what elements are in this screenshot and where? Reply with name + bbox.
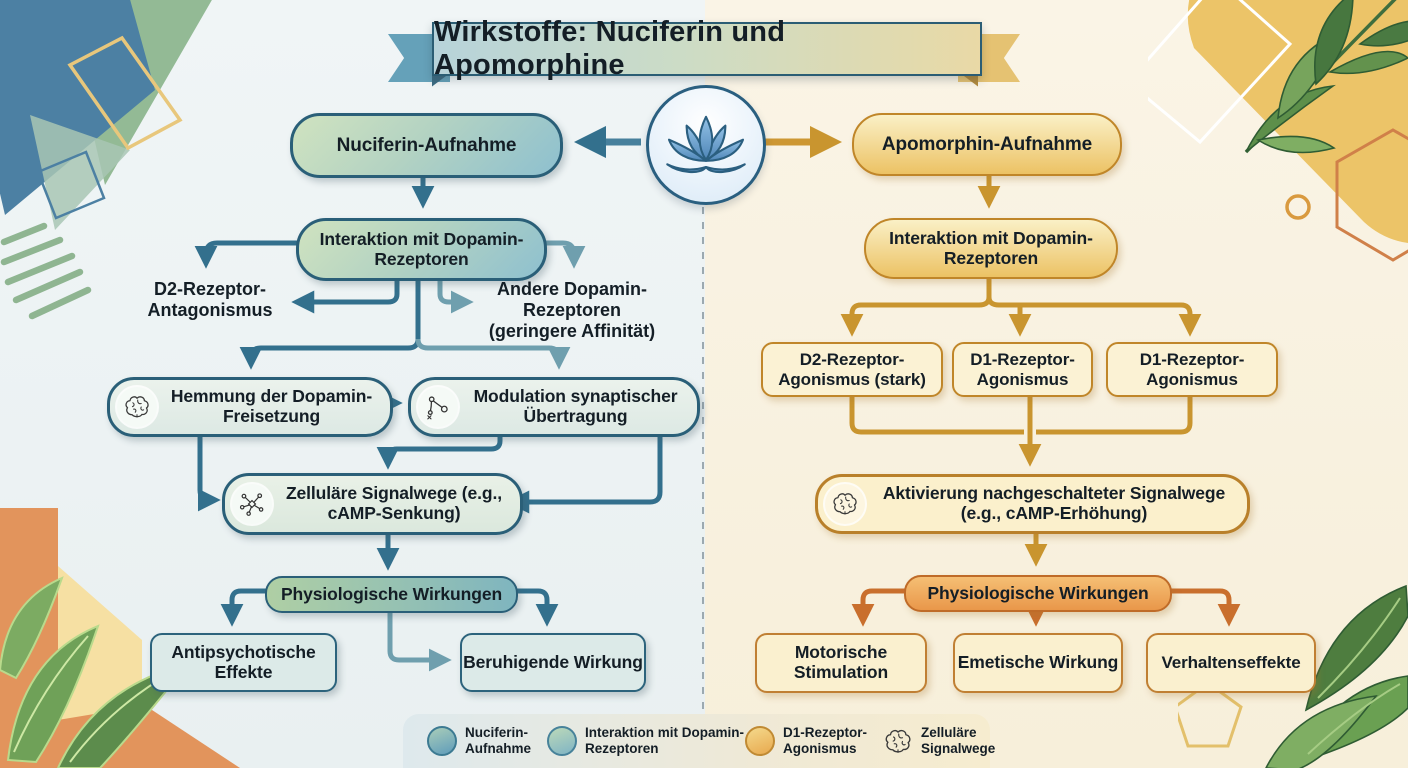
node-label: Motorische Stimulation [793, 642, 889, 682]
node-label: Apomorphin-Aufnahme [881, 133, 1093, 155]
legend-circle-orange-icon [745, 726, 775, 756]
node-label: Physiologische Wirkungen [927, 582, 1149, 603]
node-label: Physiologische Wirkungen [280, 583, 503, 604]
legend: Nuciferin-Aufnahme Interaktion mit Dopam… [403, 714, 995, 768]
node-downstream-signaling-activation: Aktivierung nachgeschalteter Signalwege … [815, 474, 1250, 534]
label-d2-antagonism: D2-Rezeptor-Antagonismus [147, 279, 273, 320]
node-motor-stimulation: Motorische Stimulation [755, 633, 927, 693]
node-label: Interaktion mit Dopamin-Rezeptoren [889, 227, 1093, 268]
legend-item-nuciferin: Nuciferin-Aufnahme [427, 725, 547, 756]
node-label: D1-Rezeptor-Agonismus [1139, 350, 1245, 389]
node-calming-effect: Beruhigende Wirkung [460, 633, 646, 692]
node-left-interaction: Interaktion mit Dopamin-Rezeptoren [296, 218, 547, 281]
brain-icon [117, 387, 157, 427]
node-label: Modulation synaptischer Übertragung [473, 386, 678, 426]
legend-circle-blue-icon [427, 726, 457, 756]
node-label: Antipsychotische Effekte [171, 641, 316, 682]
node-left-physiological-effects: Physiologische Wirkungen [265, 576, 518, 613]
legend-item-d1-agonism: D1-Rezeptor-Agonismus [745, 725, 883, 756]
title-banner: Wirkstoffe: Nuciferin und Apomorphine [432, 16, 982, 81]
page-title: Wirkstoffe: Nuciferin und Apomorphine [434, 16, 786, 81]
node-label: Zelluläre Signalwege (e.g., cAMP-Senkung… [285, 483, 503, 523]
legend-label: Interaktion mit Dopamin-Rezeptoren [585, 725, 745, 756]
node-right-interaction: Interaktion mit Dopamin-Rezeptoren [864, 218, 1118, 279]
node-d1-agonism-b: D1-Rezeptor-Agonismus [1106, 342, 1278, 397]
node-synaptic-modulation: Modulation synaptischer Übertragung [408, 377, 700, 437]
label-other-receptors: Andere Dopamin-Rezeptoren (geringere Aff… [488, 279, 656, 341]
node-label: Aktivierung nachgeschalteter Signalwege … [882, 483, 1226, 523]
node-cellular-signaling: Zelluläre Signalwege (e.g., cAMP-Senkung… [222, 473, 523, 535]
node-label: Nuciferin-Aufnahme [336, 134, 517, 156]
node-apomorphine-uptake: Apomorphin-Aufnahme [852, 113, 1122, 176]
node-label: Hemmung der Dopamin-Freisetzung [170, 386, 373, 426]
network-icon [232, 484, 272, 524]
node-behavioral-effects: Verhaltenseffekte [1146, 633, 1316, 693]
legend-circle-green-icon [547, 726, 577, 756]
node-dopamine-release-inhibition: Hemmung der Dopamin-Freisetzung [107, 377, 393, 437]
node-antipsychotic-effects: Antipsychotische Effekte [150, 633, 337, 692]
node-d2-agonism-strong: D2-Rezeptor-Agonismus (stark) [761, 342, 943, 397]
legend-item-interaction: Interaktion mit Dopamin-Rezeptoren [547, 725, 745, 756]
node-label: Interaktion mit Dopamin-Rezeptoren [319, 228, 524, 269]
synapse-icon [418, 387, 458, 427]
legend-label: D1-Rezeptor-Agonismus [783, 725, 868, 756]
brain-icon [883, 728, 913, 755]
node-label: Emetische Wirkung [957, 652, 1119, 673]
legend-label: Nuciferin-Aufnahme [465, 725, 532, 756]
legend-item-cellular-signaling: Zelluläre Signalwege [883, 725, 1011, 756]
lotus-icon [666, 115, 746, 174]
node-d1-agonism-a: D1-Rezeptor-Agonismus [952, 342, 1093, 397]
node-label: D2-Rezeptor-Agonismus (stark) [778, 350, 926, 389]
node-emetic-effect: Emetische Wirkung [953, 633, 1123, 693]
node-nuciferin-uptake: Nuciferin-Aufnahme [290, 113, 563, 178]
node-label: Verhaltenseffekte [1161, 653, 1301, 673]
node-label: Beruhigende Wirkung [463, 651, 643, 672]
brain-icon [825, 484, 865, 524]
node-right-physiological-effects: Physiologische Wirkungen [904, 575, 1172, 612]
lotus-badge [646, 85, 766, 205]
node-label: D1-Rezeptor-Agonismus [970, 350, 1075, 389]
legend-label: Zelluläre Signalwege [921, 725, 996, 756]
